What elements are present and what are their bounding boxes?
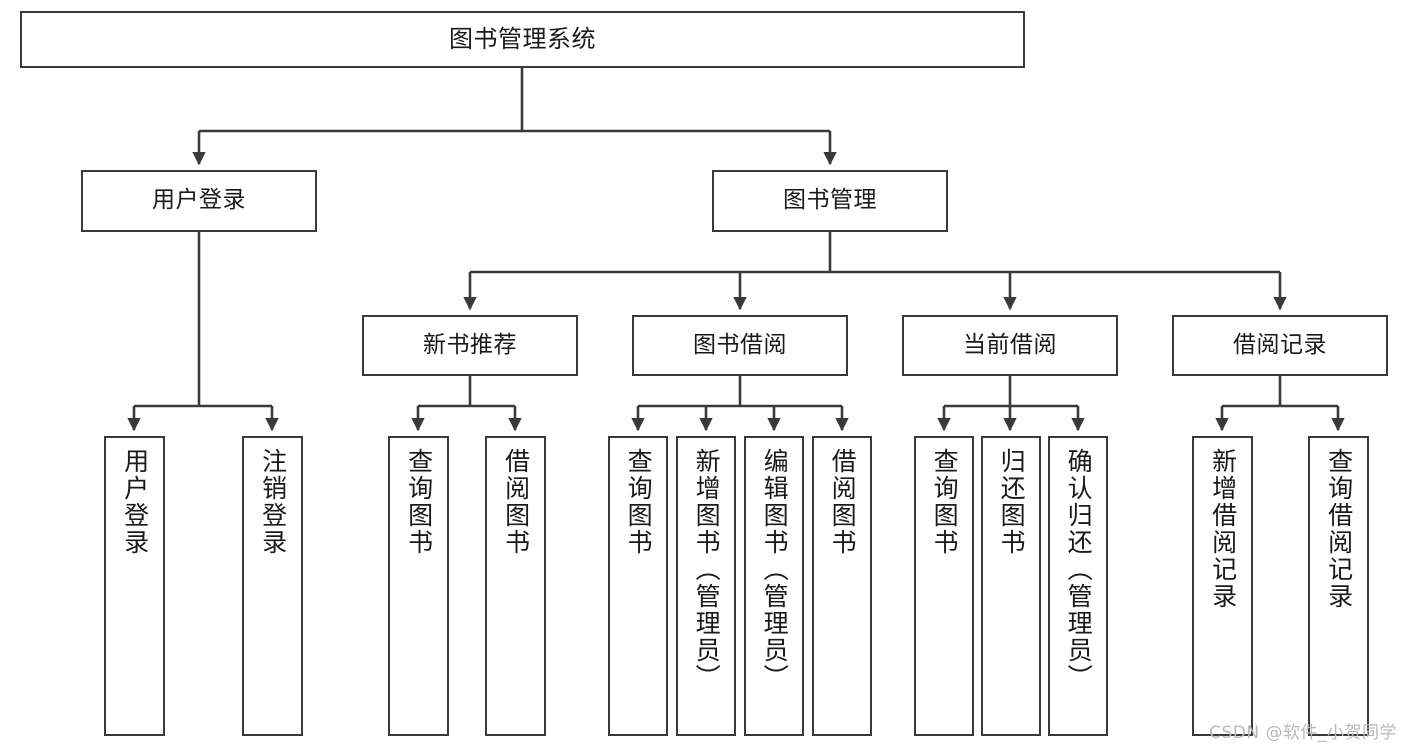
leaf-return-book[interactable]: 归还图书 [981, 436, 1041, 736]
node-current-borrow[interactable]: 当前借阅 [902, 315, 1118, 376]
node-user-login[interactable]: 用户登录 [81, 170, 317, 232]
node-borrow-record[interactable]: 借阅记录 [1172, 315, 1388, 376]
node-label: 查询图书 [404, 448, 434, 556]
node-label: 新增图书（管理员） [692, 448, 722, 691]
node-book-borrow[interactable]: 图书借阅 [632, 315, 848, 376]
node-new-book-recommend[interactable]: 新书推荐 [362, 315, 578, 376]
node-label: 查询图书 [930, 448, 960, 556]
leaf-query-record[interactable]: 查询借阅记录 [1308, 436, 1369, 736]
node-label: 用户登录 [152, 187, 246, 214]
node-label: 图书管理系统 [449, 25, 596, 54]
node-label: 借阅图书 [501, 448, 531, 556]
node-book-management[interactable]: 图书管理 [712, 170, 948, 232]
node-label: 查询借阅记录 [1324, 448, 1354, 610]
leaf-add-record[interactable]: 新增借阅记录 [1192, 436, 1253, 736]
node-root-system[interactable]: 图书管理系统 [20, 11, 1025, 68]
leaf-edit-book[interactable]: 编辑图书（管理员） [744, 436, 804, 736]
node-label: 新增借阅记录 [1208, 448, 1238, 610]
node-label: 借阅记录 [1233, 331, 1327, 358]
node-label: 确认归还（管理员） [1064, 448, 1094, 691]
leaf-user-login[interactable]: 用户登录 [104, 436, 165, 736]
node-label: 注销登录 [258, 448, 288, 556]
leaf-add-book[interactable]: 新增图书（管理员） [676, 436, 736, 736]
leaf-borrow-book-1[interactable]: 借阅图书 [485, 436, 546, 736]
leaf-confirm-return[interactable]: 确认归还（管理员） [1048, 436, 1108, 736]
node-label: 图书管理 [783, 187, 877, 214]
node-label: 查询图书 [624, 448, 654, 556]
node-label: 新书推荐 [423, 331, 517, 358]
node-label: 归还图书 [997, 448, 1027, 556]
node-label: 用户登录 [120, 448, 150, 556]
node-label: 当前借阅 [963, 331, 1057, 358]
leaf-query-book-3[interactable]: 查询图书 [914, 436, 974, 736]
csdn-watermark: CSDN @软件_小贺同学 [1209, 723, 1397, 743]
node-label: 图书借阅 [693, 331, 787, 358]
leaf-logout-login[interactable]: 注销登录 [242, 436, 303, 736]
node-label: 借阅图书 [828, 448, 858, 556]
leaf-borrow-book-2[interactable]: 借阅图书 [812, 436, 872, 736]
leaf-query-book-1[interactable]: 查询图书 [388, 436, 449, 736]
leaf-query-book-2[interactable]: 查询图书 [608, 436, 668, 736]
node-label: 编辑图书（管理员） [760, 448, 790, 691]
